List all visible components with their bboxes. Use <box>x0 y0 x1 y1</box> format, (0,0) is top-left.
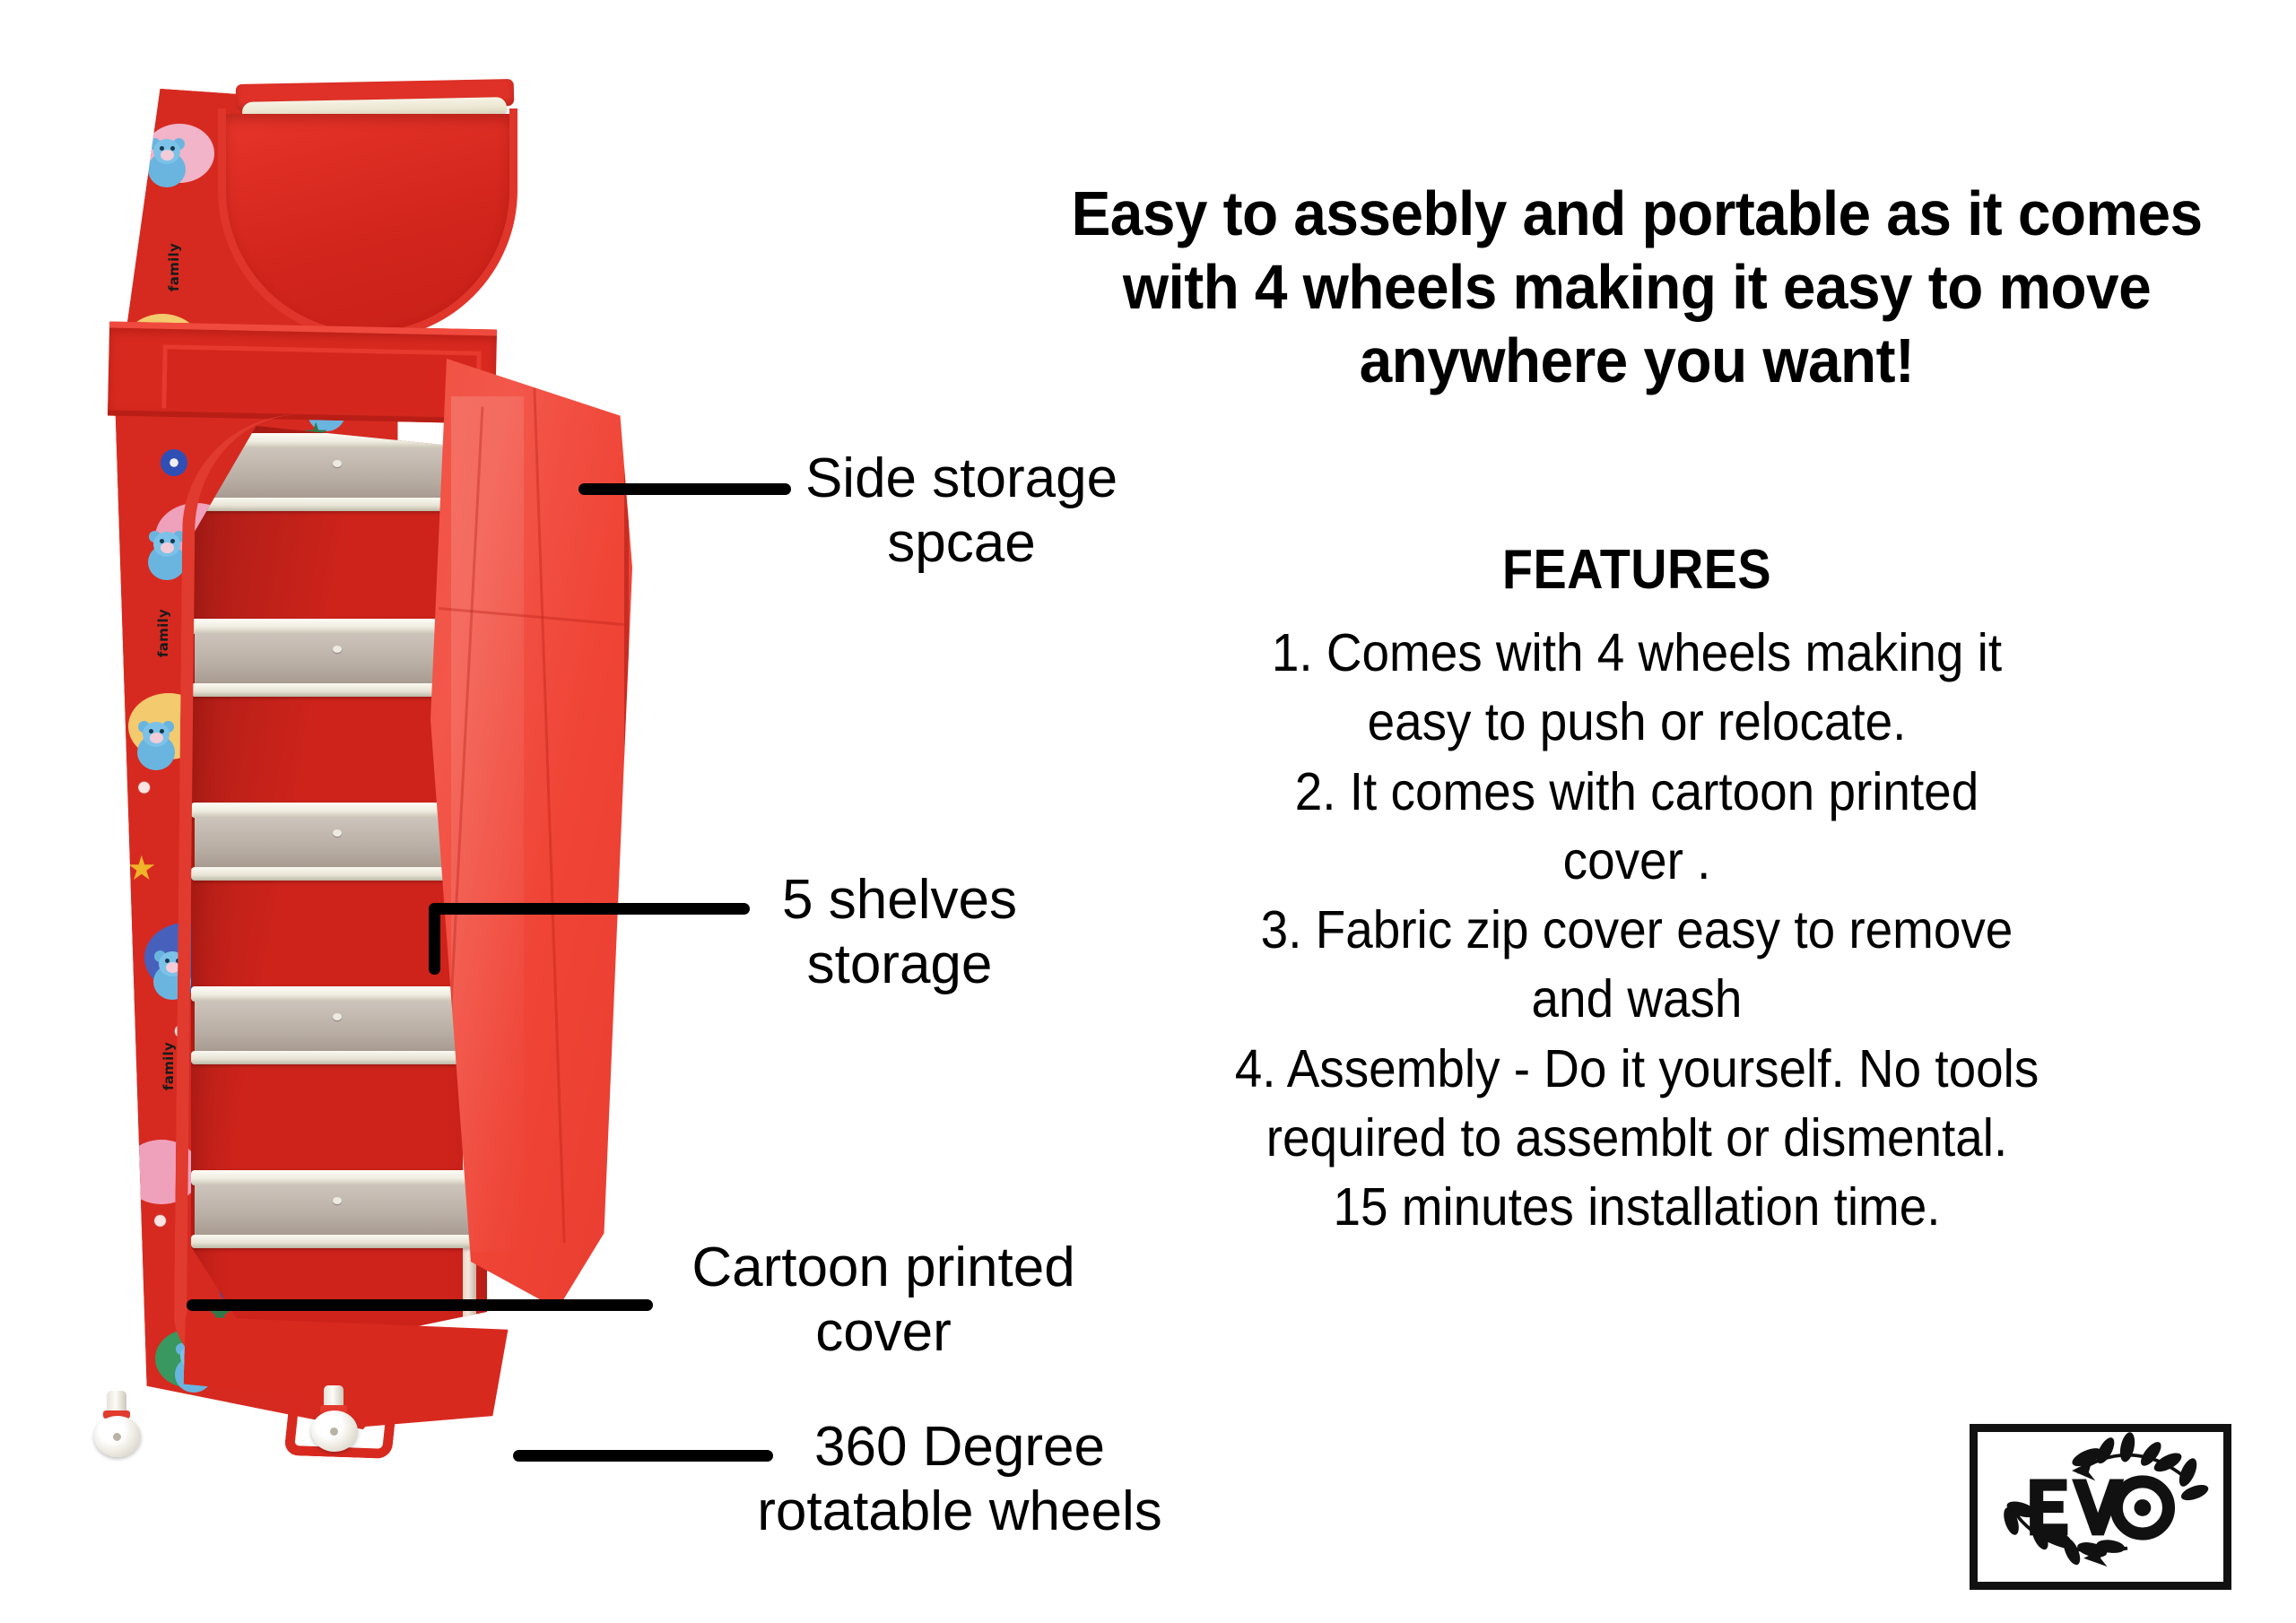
callout-shelves-line2: storage <box>806 933 993 995</box>
feature-line: 1. Comes with 4 wheels making it <box>1271 623 2003 682</box>
leader-line-wheels <box>513 1450 773 1462</box>
callout-side-storage: Side storage spcae <box>800 447 1123 576</box>
headline-line-2: with 4 wheels making it easy to move <box>1122 251 2152 322</box>
feature-line: 15 minutes installation time. <box>1333 1177 1941 1237</box>
feature-line: 4. Assembly - Do it yourself. No tools <box>1234 1038 2039 1098</box>
callout-side-storage-line2: spcae <box>887 511 1036 574</box>
callout-wheels-line1: 360 Degree <box>813 1416 1106 1478</box>
callout-wheels-line2: rotatable wheels <box>757 1480 1162 1542</box>
cartoon-bear <box>139 530 195 584</box>
callout-cartoon-cover-line2: cover <box>815 1300 952 1363</box>
fabric-family-text: family <box>154 608 171 658</box>
callout-side-storage-line1: Side storage <box>804 447 1118 509</box>
leader-line-side-storage <box>578 483 791 495</box>
leader-line-shelves-stub <box>429 903 440 975</box>
leader-line-shelves <box>429 903 750 915</box>
fabric-family-text: family <box>160 1042 177 1091</box>
open-door-flap <box>430 359 632 1309</box>
cartoon-bear <box>139 137 195 191</box>
callout-shelves-line1: 5 shelves <box>782 869 1017 931</box>
features-title: FEATURES <box>1501 539 1772 601</box>
callout-cartoon-cover: Cartoon printed cover <box>664 1236 1103 1365</box>
feature-line: 3. Fabric zip cover easy to remove <box>1260 900 2013 960</box>
product-photo: family family family family family <box>85 67 767 1502</box>
cartoon-bear <box>128 720 184 774</box>
side-storage-pocket-front <box>161 344 482 415</box>
features-list: 1. Comes with 4 wheels making it easy to… <box>1065 619 2208 1243</box>
caster-wheel <box>92 1391 143 1457</box>
headline: Easy to assebly and portable as it comes… <box>1059 178 2214 398</box>
caster-wheel <box>309 1385 360 1452</box>
cartoon-bear <box>144 950 200 1003</box>
headline-line-3: anywhere you want! <box>1359 325 1915 395</box>
fabric-family-text: family <box>165 243 182 292</box>
feature-line: cover . <box>1562 830 1711 890</box>
headline-line-1: Easy to assebly and portable as it comes <box>1071 178 2203 248</box>
callout-cartoon-cover-line1: Cartoon printed <box>691 1237 1075 1298</box>
evo-logo-branches-icon <box>2004 1432 2209 1567</box>
star-icon <box>128 855 155 880</box>
callout-shelves: 5 shelves storage <box>761 868 1039 997</box>
feature-line: 2. It comes with cartoon printed <box>1294 761 1979 821</box>
leader-line-cartoon-cover <box>187 1299 653 1311</box>
callout-wheels: 360 Degree rotatable wheels <box>718 1415 1202 1544</box>
flower-icon <box>160 448 187 476</box>
feature-line: required to assemblt or dismental. <box>1265 1107 2008 1167</box>
feature-line: and wash <box>1531 969 1743 1029</box>
feature-line: easy to push or relocate. <box>1367 692 1907 752</box>
evo-logo <box>1970 1424 2231 1590</box>
